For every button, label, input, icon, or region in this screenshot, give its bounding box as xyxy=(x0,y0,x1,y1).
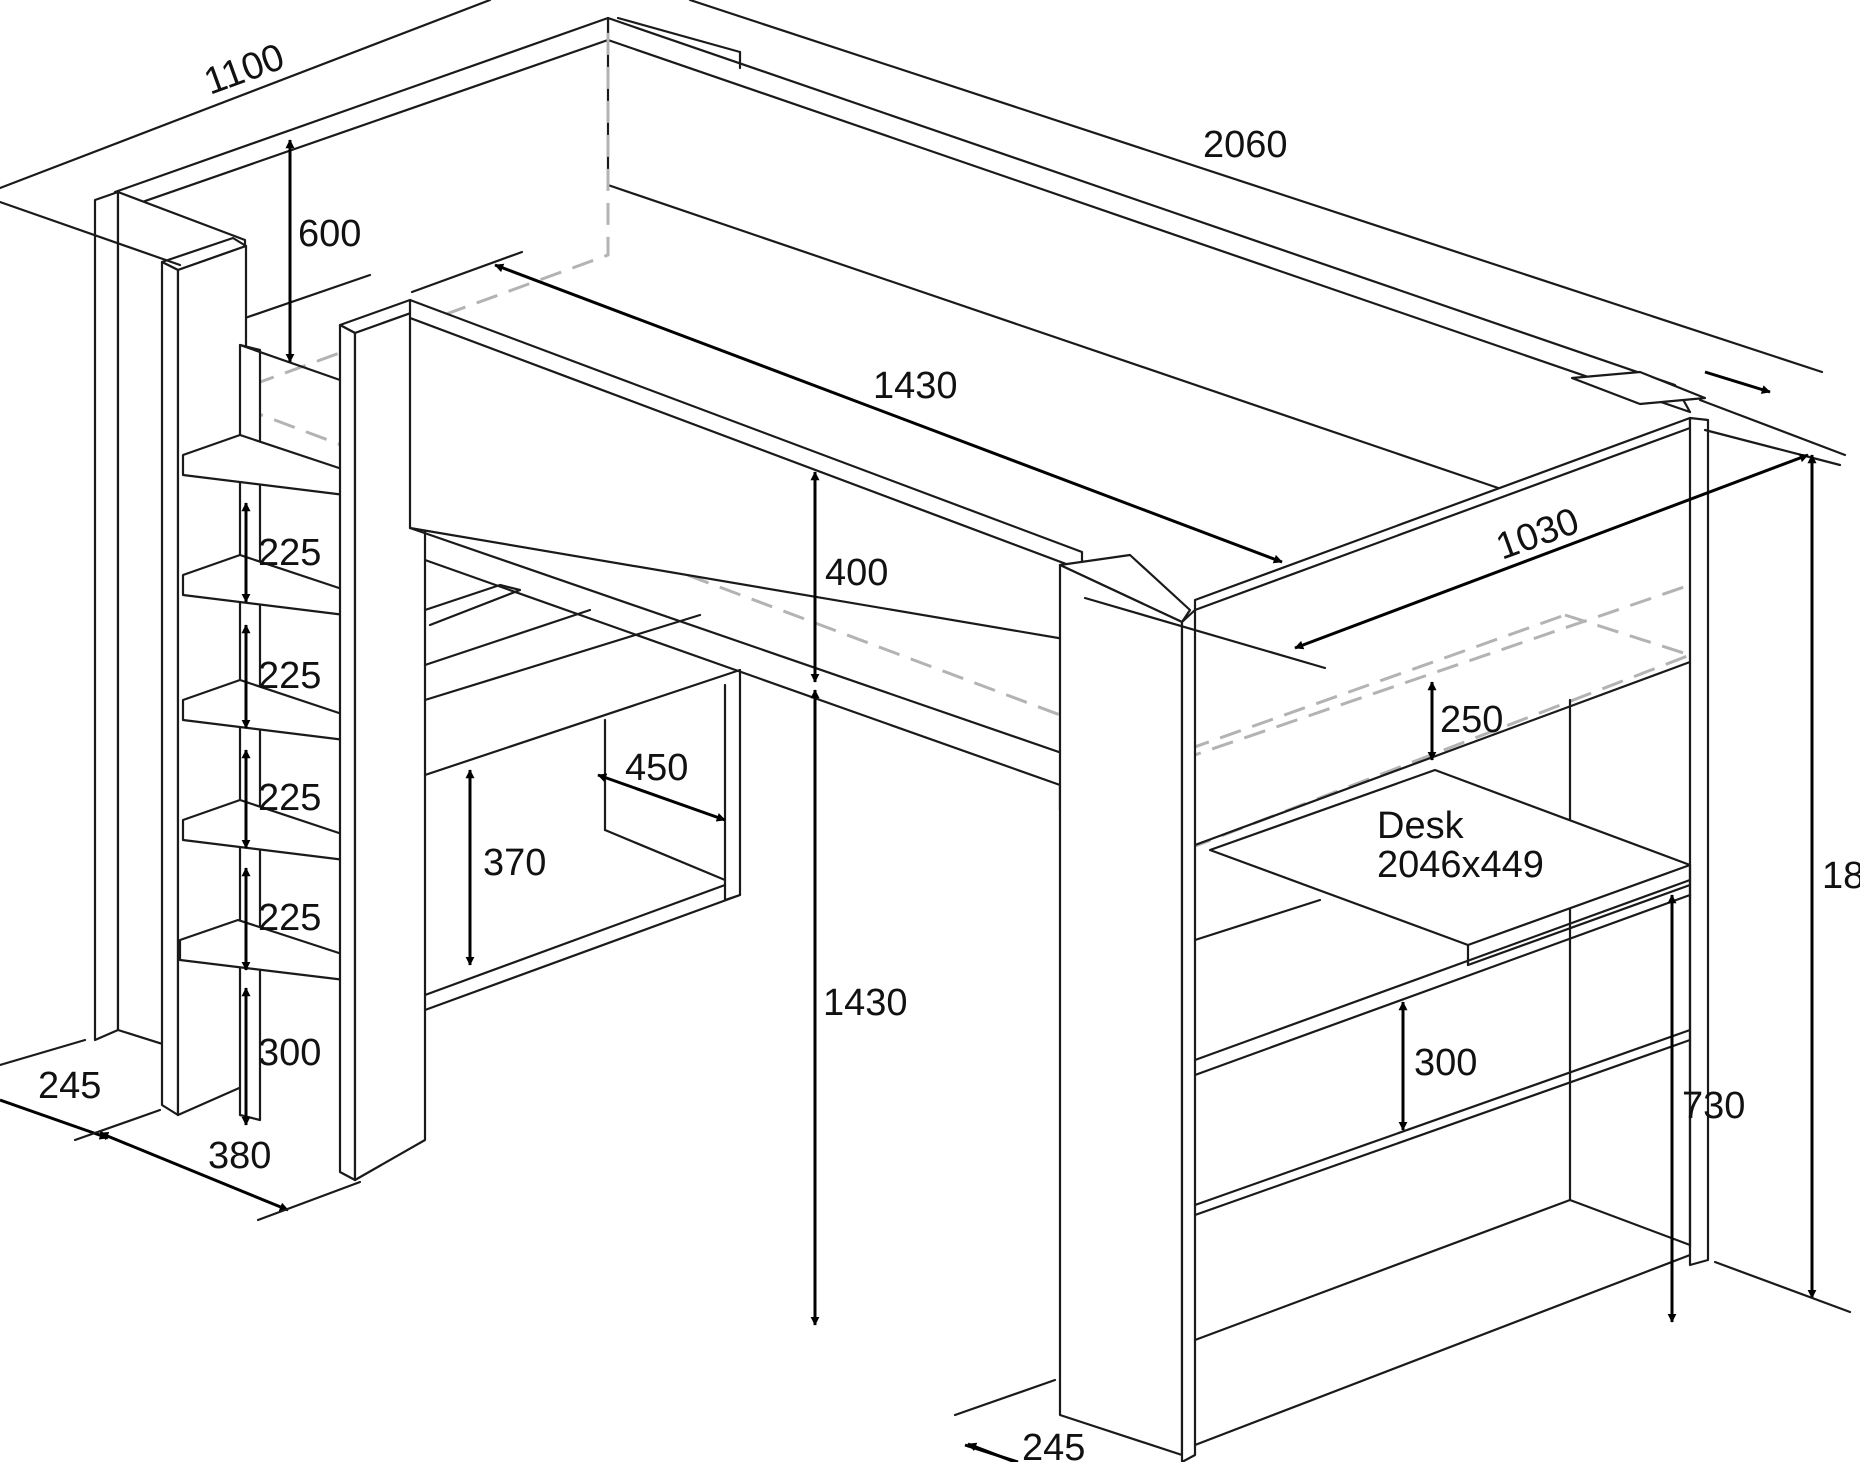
desk-label-line2: 2046x449 xyxy=(1377,844,1544,886)
dim-guard-height: 600 xyxy=(298,213,361,255)
dim-step-4: 225 xyxy=(258,897,321,939)
dim-step-2: 225 xyxy=(258,655,321,697)
dim-desk-gap: 250 xyxy=(1440,699,1503,741)
dim-shelf-depth: 450 xyxy=(625,747,688,789)
dim-length: 2060 xyxy=(1203,124,1288,166)
dim-step-1: 225 xyxy=(258,532,321,574)
front-left-post xyxy=(338,298,427,1182)
dim-clearance: 1430 xyxy=(823,982,908,1024)
ladder xyxy=(160,236,347,1122)
dim-total-height: 1850 xyxy=(1822,855,1860,897)
dim-inner-length: 1430 xyxy=(873,365,958,407)
desk-label-line1: Desk xyxy=(1377,805,1465,847)
dimension-labels: 1100 2060 600 1430 400 1030 225 225 225 … xyxy=(38,36,1860,1462)
dim-base-offset: 245 xyxy=(1022,1427,1085,1462)
dim-ladder-offset: 245 xyxy=(38,1065,101,1107)
back-guard-panel xyxy=(606,16,1707,494)
desk-top xyxy=(1208,768,1692,967)
dim-step-3: 225 xyxy=(258,777,321,819)
dim-panel-height: 400 xyxy=(825,552,888,594)
right-storage-unit xyxy=(1058,416,1710,1462)
under-bed-shelf xyxy=(423,583,742,1012)
dim-step-base: 300 xyxy=(258,1032,321,1074)
dim-shelf-height: 370 xyxy=(483,842,546,884)
dim-desk-height: 730 xyxy=(1682,1085,1745,1127)
front-bed-panel xyxy=(408,298,1084,812)
dim-drawer-height: 300 xyxy=(1414,1042,1477,1084)
dim-ladder-depth: 380 xyxy=(208,1135,271,1177)
